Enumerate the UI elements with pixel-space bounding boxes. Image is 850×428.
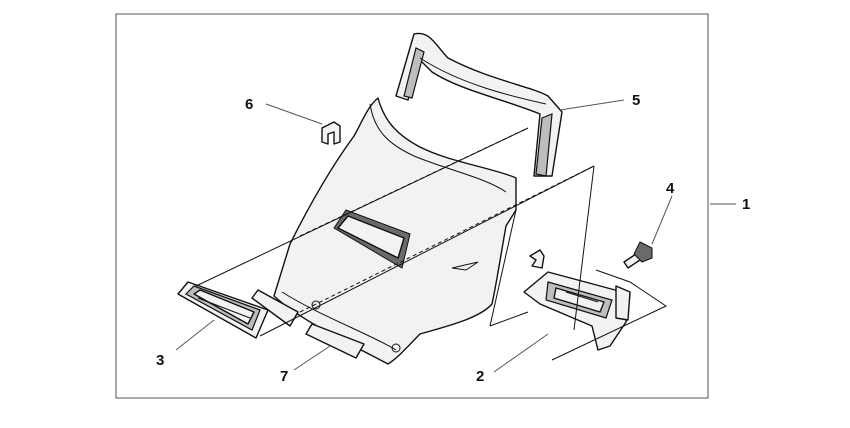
vent-grille-part[interactable] <box>177 281 269 339</box>
clip-part[interactable] <box>321 121 341 145</box>
callout-4: 4 <box>666 180 675 197</box>
callout-5: 5 <box>632 92 640 109</box>
callout-3: 3 <box>156 352 164 369</box>
leader-lines <box>175 99 736 373</box>
callout-1: 1 <box>742 196 750 213</box>
assembly-lines <box>195 127 668 361</box>
screw-part[interactable] <box>623 241 653 269</box>
kit-frame <box>115 13 709 399</box>
strip-part[interactable] <box>251 289 365 359</box>
cover-body-part[interactable] <box>273 97 517 365</box>
callout-6: 6 <box>245 96 253 113</box>
callout-2: 2 <box>476 368 484 385</box>
bracket-part[interactable] <box>523 249 631 351</box>
seal-strip-part[interactable] <box>395 32 563 177</box>
callout-7: 7 <box>280 368 288 385</box>
